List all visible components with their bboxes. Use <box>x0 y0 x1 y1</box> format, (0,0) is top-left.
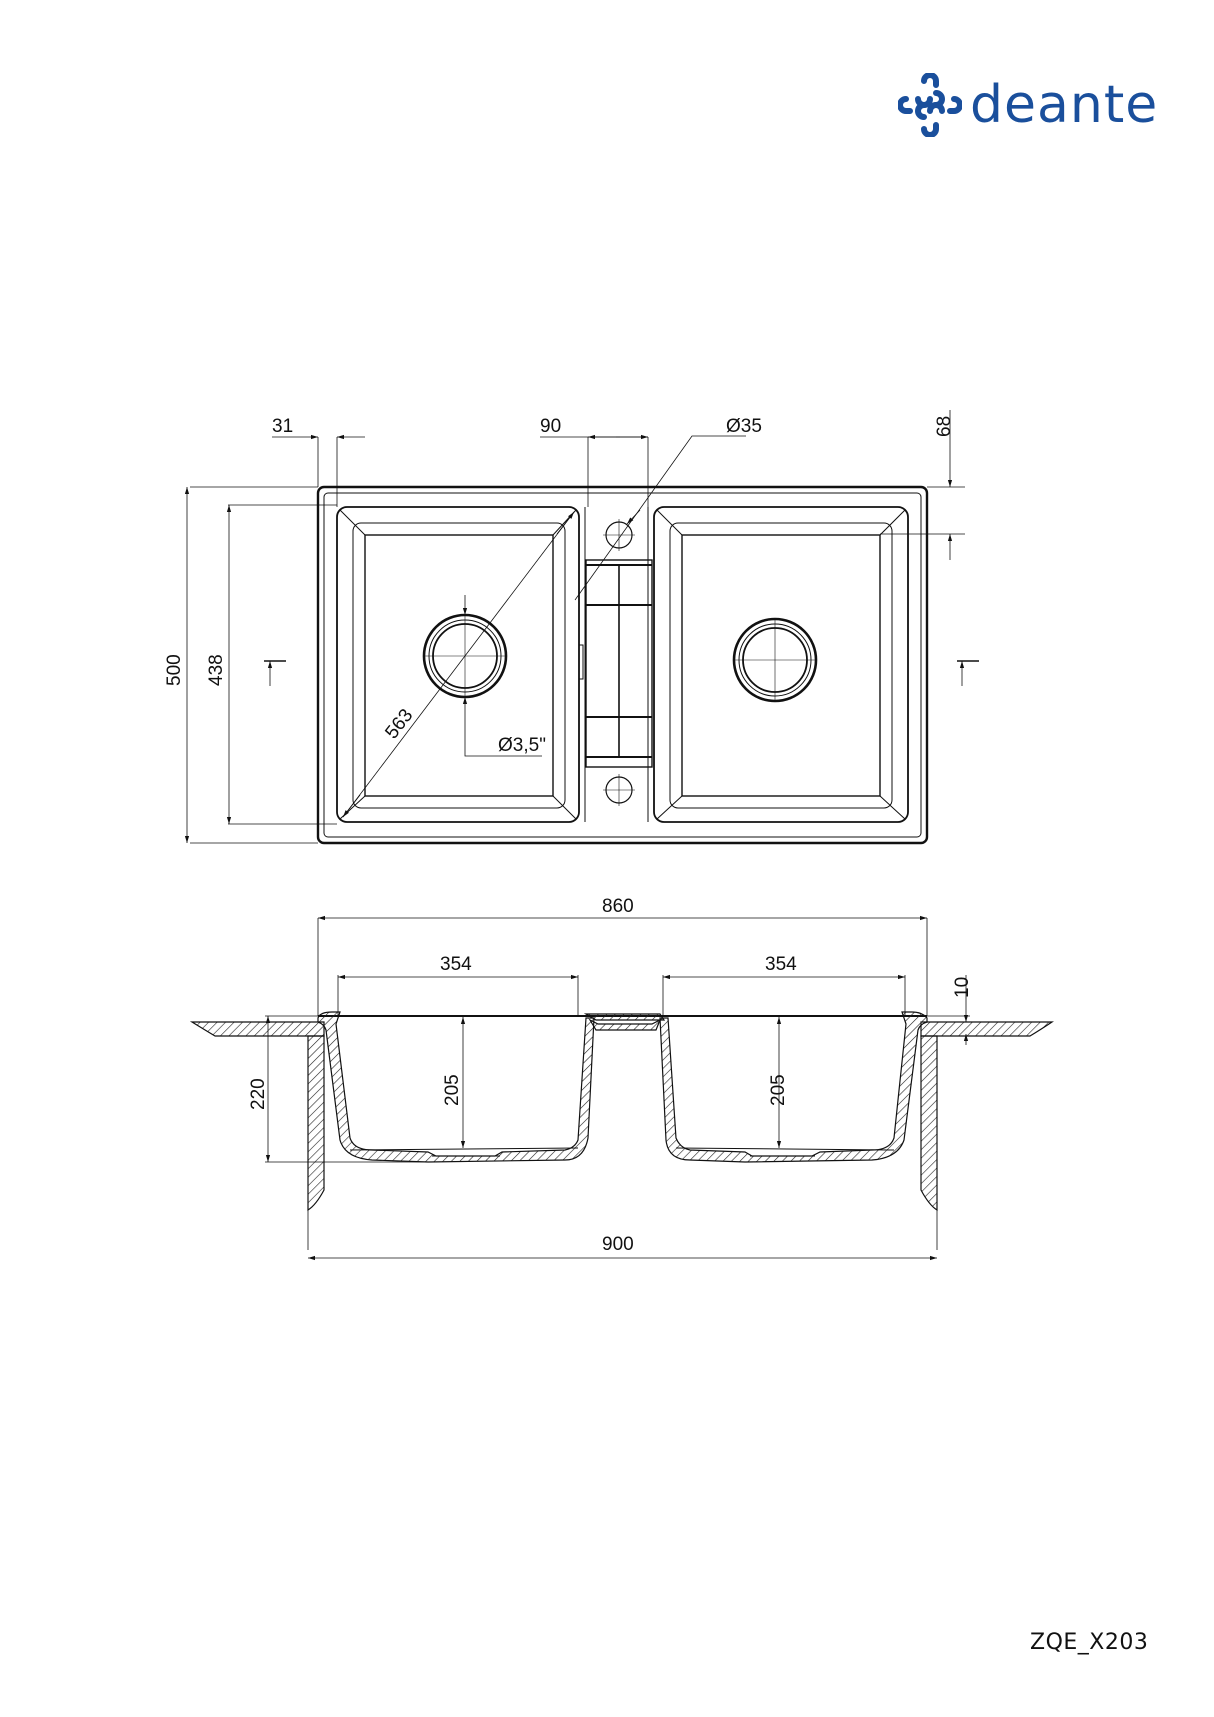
dim-tap-hole-diameter: Ø35 <box>726 416 762 437</box>
dim-right-bowl-width: 354 <box>765 954 797 975</box>
dim-center-strip-width: 90 <box>540 416 561 437</box>
dim-overall-depth-top: 500 <box>164 654 185 686</box>
dim-bowl-depth-span: 438 <box>206 654 227 686</box>
dim-cabinet-width: 900 <box>602 1234 634 1255</box>
top-view <box>316 485 929 845</box>
brand-logo: deante <box>898 72 1158 138</box>
right-bowl-section <box>659 1011 928 1163</box>
front-view-dimensions <box>265 915 970 1261</box>
right-bowl-top <box>653 506 909 823</box>
dim-rim-width: 860 <box>602 896 634 917</box>
center-bridge <box>583 1013 666 1031</box>
dim-left-bowl-width: 354 <box>440 954 472 975</box>
dim-diagonal: 563 <box>381 705 417 743</box>
dim-overall-depth-front: 220 <box>248 1078 269 1110</box>
front-view-dimension-labels: 860 354 354 205 205 220 10 900 <box>248 896 973 1255</box>
dim-right-bowl-depth: 205 <box>768 1074 789 1106</box>
top-view-dimension-labels: 31 90 Ø35 68 500 438 563 Ø3,5" <box>164 416 955 756</box>
dim-drain-diameter: Ø3,5" <box>498 735 546 756</box>
product-code: ZQE_X203 <box>1030 1630 1149 1655</box>
dim-rim-offset: 31 <box>272 416 293 437</box>
left-bowl-top <box>336 506 580 823</box>
brand-name: deante <box>970 75 1159 135</box>
front-view <box>189 1011 1054 1250</box>
right-drain <box>732 617 818 703</box>
deante-logo-icon <box>898 73 962 137</box>
dim-left-bowl-depth: 205 <box>442 1074 463 1106</box>
left-bowl-section <box>317 1011 595 1163</box>
top-view-dimensions <box>184 410 979 844</box>
dim-rim-thickness: 10 <box>952 977 973 998</box>
center-strip <box>578 507 653 822</box>
dim-top-rim-depth: 68 <box>934 416 955 437</box>
